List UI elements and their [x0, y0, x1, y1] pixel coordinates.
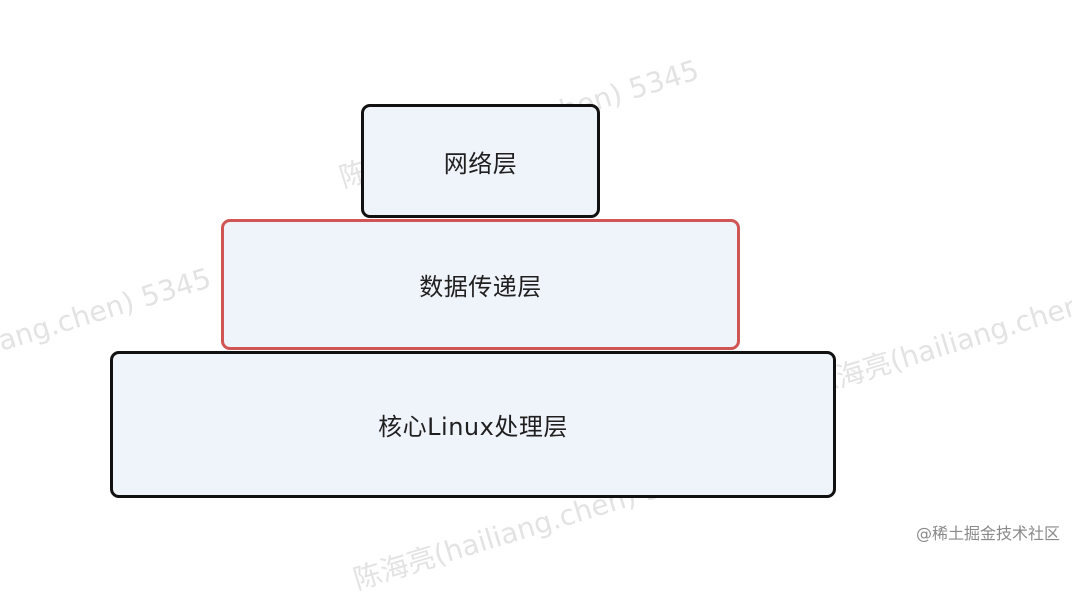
data-transfer-layer-label: 数据传递层 [419, 273, 542, 301]
core-linux-layer-box: 核心Linux处理层 [110, 351, 836, 498]
network-layer-box: 网络层 [361, 104, 600, 218]
site-credit: @稀土掘金技术社区 [915, 524, 1060, 543]
network-layer-label: 网络层 [443, 149, 518, 178]
watermark-text: ang.chen) 5345 [0, 261, 215, 358]
data-transfer-layer-box: 数据传递层 [221, 219, 740, 350]
core-linux-layer-label: 核心Linux处理层 [378, 413, 568, 441]
watermark-text: 陈海亮(hailiang.chen [805, 288, 1072, 403]
